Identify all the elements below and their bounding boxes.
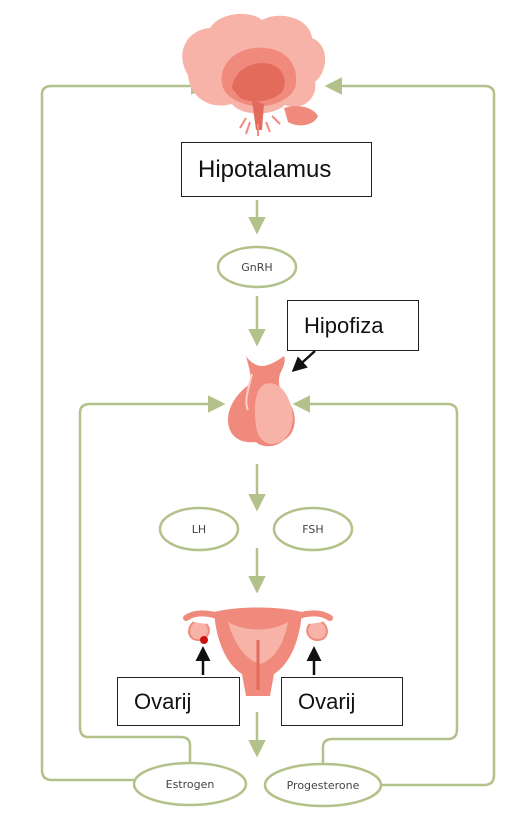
progesterone-node-text: Progesterone	[287, 779, 360, 792]
hypophysis-label: Hipofiza	[287, 300, 419, 351]
lh-node	[158, 506, 240, 552]
ovary-right-label-text: Ovarij	[298, 688, 356, 714]
pituitary-gland-icon	[228, 356, 295, 447]
ovary-left-label-text: Ovarij	[134, 688, 192, 714]
hypophysis-label-text: Hipofiza	[304, 312, 384, 338]
brain-icon	[182, 13, 326, 136]
progesterone-inner-feedback-line	[292, 395, 459, 764]
ovary-right-label: Ovarij	[281, 677, 403, 726]
progesterone-node	[263, 762, 383, 808]
estrogen-node-text: Estrogen	[166, 778, 215, 791]
ovary-left-label: Ovarij	[117, 677, 240, 726]
hypothalamus-label-text: Hipotalamus	[198, 155, 332, 183]
ovum-dot	[200, 636, 208, 644]
uterus-icon	[183, 607, 333, 696]
estrogen-node	[132, 761, 248, 807]
fsh-node	[272, 506, 354, 552]
hypothalamus-label: Hipotalamus	[181, 142, 372, 197]
estrogen-outer-feedback-line	[40, 77, 209, 782]
fsh-node-text: FSH	[302, 523, 323, 536]
lh-node-text: LH	[192, 523, 206, 536]
gnrh-node-text: GnRH	[241, 261, 272, 274]
estrogen-inner-feedback-line	[78, 395, 226, 762]
gnrh-node	[216, 245, 298, 289]
pointer-arrow-hypophysis	[291, 350, 316, 373]
progesterone-outer-feedback-line	[324, 77, 496, 787]
